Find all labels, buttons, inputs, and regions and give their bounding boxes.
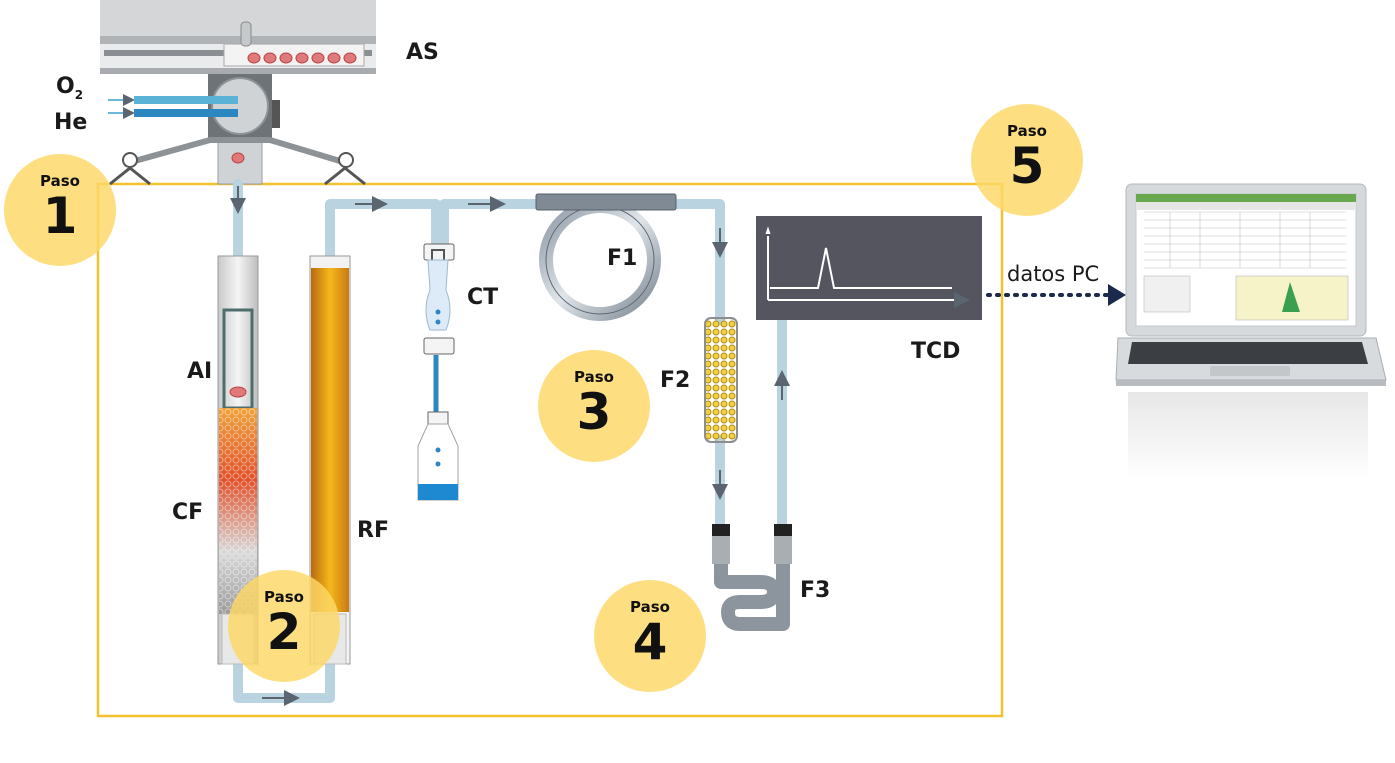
step-word: Paso — [574, 368, 614, 386]
step-word: Paso — [264, 588, 304, 606]
label-o2-subscript: 2 — [74, 88, 84, 102]
label-datos-pc: datos PC — [1007, 262, 1100, 286]
label-f2: F2 — [660, 368, 691, 393]
step-badge-3: Paso 3 — [538, 350, 650, 462]
data-link — [986, 284, 1126, 306]
flow-arrows — [230, 186, 790, 706]
step-badge-4: Paso 4 — [594, 580, 706, 692]
laptop — [1115, 183, 1387, 480]
condensation-trap — [417, 243, 459, 501]
f1-coil-column — [535, 193, 677, 321]
tcd-detector — [756, 216, 982, 320]
step-number: 1 — [42, 187, 78, 245]
sample-capsules — [247, 52, 357, 64]
step-word: Paso — [630, 598, 670, 616]
step-word: Paso — [40, 172, 80, 190]
he-line — [134, 109, 238, 117]
label-o2: O2 — [56, 74, 83, 102]
step-number: 5 — [1009, 137, 1045, 195]
label-f3: F3 — [800, 578, 831, 603]
f3-trap — [712, 524, 792, 631]
laptop-screen — [1136, 194, 1356, 321]
step-badge-1: Paso 1 — [4, 154, 116, 266]
step-badge-2: Paso 2 — [228, 570, 340, 682]
step-number: 3 — [576, 383, 612, 441]
o2-line — [134, 96, 238, 104]
step-word: Paso — [1007, 122, 1047, 140]
label-tcd: TCD — [911, 339, 961, 364]
label-o2-letter: O — [56, 74, 75, 99]
analyzer-frame — [96, 182, 1004, 718]
step-badge-5: Paso 5 — [971, 104, 1083, 216]
step-number: 2 — [266, 603, 302, 661]
label-he: He — [54, 110, 88, 135]
label-rf: RF — [357, 518, 389, 543]
gas-inlets — [108, 94, 238, 119]
label-as: AS — [406, 40, 439, 65]
label-cf: CF — [172, 500, 204, 525]
tcd-signal-trace — [770, 247, 952, 289]
f2-filter — [704, 317, 738, 443]
step-number: 4 — [632, 613, 668, 671]
label-f1: F1 — [607, 246, 638, 271]
autosampler — [100, 0, 376, 186]
label-ai: AI — [187, 359, 213, 384]
label-ct: CT — [467, 285, 499, 310]
